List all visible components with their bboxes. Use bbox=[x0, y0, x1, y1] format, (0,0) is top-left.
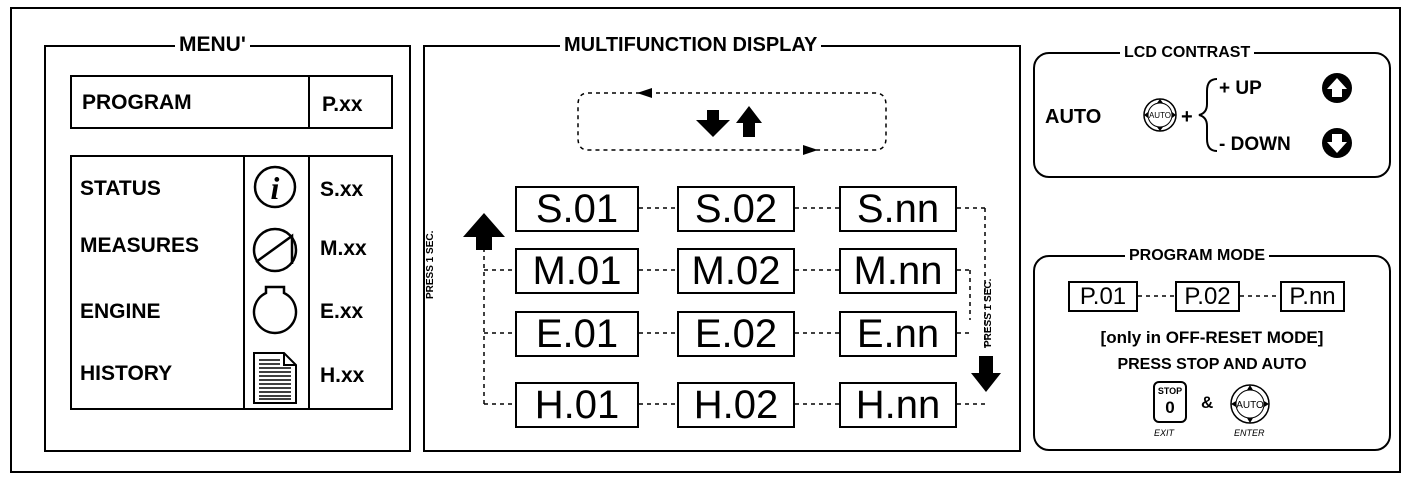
status-label: STATUS bbox=[80, 177, 161, 200]
measures-code: M.xx bbox=[320, 237, 367, 260]
arrow-up-icon bbox=[463, 213, 505, 250]
code-snn: S.nn bbox=[839, 186, 957, 232]
menu-row[interactable]: MEASURES M.xx bbox=[70, 220, 393, 282]
contrast-up-button-icon[interactable] bbox=[1322, 73, 1352, 103]
enter-label: ENTER bbox=[1234, 428, 1265, 438]
menu-program-row[interactable]: PROGRAM P.xx bbox=[70, 75, 393, 129]
measures-label: MEASURES bbox=[80, 234, 200, 257]
program-mode-title: PROGRAM MODE bbox=[1125, 245, 1269, 267]
exit-label: EXIT bbox=[1154, 428, 1175, 438]
history-code: H.xx bbox=[320, 364, 365, 387]
program-label: PROGRAM bbox=[82, 91, 192, 114]
auto-enter-button-icon[interactable]: AUTO bbox=[1230, 384, 1270, 424]
stop-button-label: STOP bbox=[1157, 386, 1183, 396]
auto-button-icon[interactable]: AUTO bbox=[1143, 98, 1177, 132]
program-code-pnn: P.nn bbox=[1280, 281, 1345, 312]
svg-text:AUTO: AUTO bbox=[1149, 111, 1171, 120]
program-code-p01: P.01 bbox=[1068, 281, 1138, 312]
code-enn: E.nn bbox=[839, 311, 957, 357]
program-mode-instruction: PRESS STOP AND AUTO bbox=[1117, 356, 1307, 373]
measures-icon bbox=[252, 227, 298, 273]
menu-row[interactable]: ENGINE E.xx bbox=[70, 283, 393, 345]
display-title: MULTIFUNCTION DISPLAY bbox=[560, 34, 822, 56]
code-e02: E.02 bbox=[677, 311, 795, 357]
engine-code: E.xx bbox=[320, 300, 364, 323]
arrow-down-icon bbox=[971, 356, 1001, 392]
program-mode-note: [only in OFF-RESET MODE] bbox=[1100, 328, 1324, 347]
code-mnn: M.nn bbox=[839, 248, 957, 294]
menu-panel: MENU' bbox=[44, 34, 411, 452]
svg-text:AUTO: AUTO bbox=[1236, 400, 1264, 411]
display-panel: MULTIFUNCTION DISPLAY bbox=[423, 34, 1021, 452]
history-icon bbox=[253, 352, 297, 404]
ampersand: & bbox=[1201, 393, 1214, 412]
lcd-up-label: + UP bbox=[1219, 78, 1262, 99]
code-m02: M.02 bbox=[677, 248, 795, 294]
arrow-up-icon bbox=[736, 106, 762, 137]
menu-table bbox=[70, 155, 393, 410]
program-mode-panel: PROGRAM MODE [only in OFF-RESET MODE] PR… bbox=[1033, 245, 1391, 451]
menu-row[interactable]: HISTORY H.xx bbox=[70, 346, 393, 408]
code-m01: M.01 bbox=[515, 248, 639, 294]
status-code: S.xx bbox=[320, 178, 364, 201]
stop-button[interactable]: STOP 0 bbox=[1153, 381, 1187, 423]
code-h01: H.01 bbox=[515, 382, 639, 428]
arrow-down-icon bbox=[696, 110, 730, 137]
engine-label: ENGINE bbox=[80, 300, 161, 323]
program-code: P.xx bbox=[322, 93, 363, 116]
lcd-plus: + bbox=[1181, 106, 1193, 128]
engine-icon bbox=[252, 285, 298, 335]
menu-row[interactable]: STATUS S.xx bbox=[70, 157, 393, 219]
lcd-contrast-title: LCD CONTRAST bbox=[1120, 42, 1255, 64]
contrast-down-button-icon[interactable] bbox=[1322, 128, 1352, 158]
menu-title: MENU' bbox=[175, 34, 250, 56]
code-hnn: H.nn bbox=[839, 382, 957, 428]
info-icon: i bbox=[253, 165, 297, 209]
code-h02: H.02 bbox=[677, 382, 795, 428]
code-e01: E.01 bbox=[515, 311, 639, 357]
lcd-down-label: - DOWN bbox=[1219, 134, 1291, 155]
lcd-auto-label: AUTO bbox=[1045, 106, 1102, 128]
program-code-p02: P.02 bbox=[1175, 281, 1240, 312]
stop-button-number: 0 bbox=[1165, 398, 1175, 417]
panel-frame bbox=[10, 7, 1401, 473]
history-label: HISTORY bbox=[80, 362, 173, 385]
code-s02: S.02 bbox=[677, 186, 795, 232]
code-s01: S.01 bbox=[515, 186, 639, 232]
svg-text:i: i bbox=[271, 170, 280, 206]
lcd-contrast-panel: LCD CONTRAST AUTO + + UP - DOWN bbox=[1033, 42, 1391, 178]
